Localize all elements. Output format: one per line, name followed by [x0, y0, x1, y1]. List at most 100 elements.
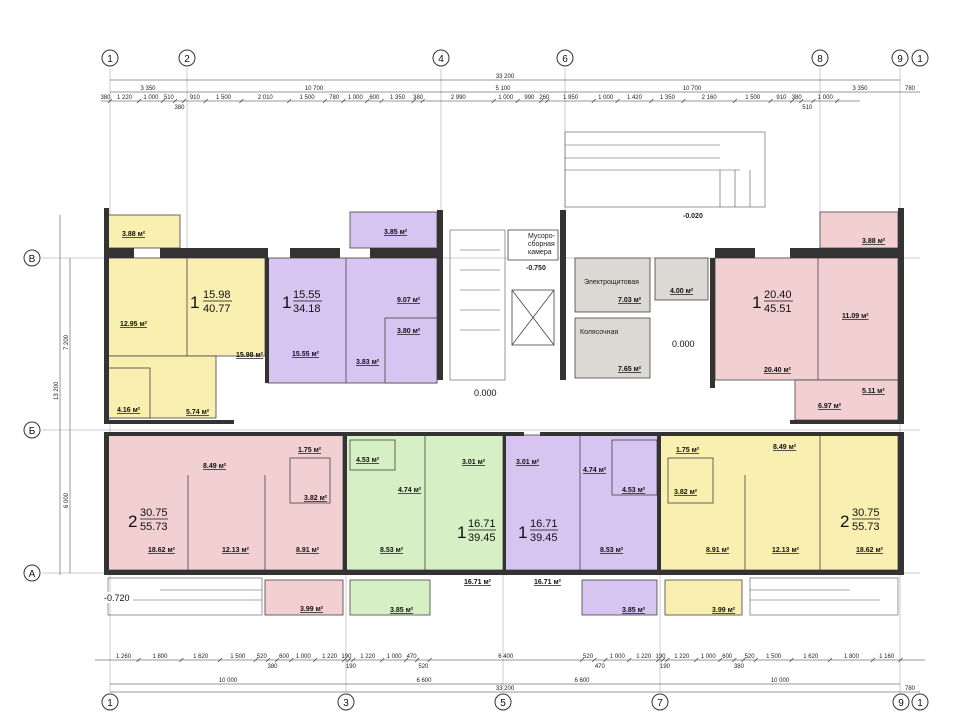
room-area: 1.75 м²	[676, 447, 700, 454]
dim-tick	[799, 98, 804, 104]
dim-tick	[768, 98, 773, 104]
axis-label: Б	[29, 426, 36, 437]
dim-tick	[217, 657, 223, 663]
room-area: 5.74 м²	[186, 409, 210, 416]
room-count: 2	[840, 512, 849, 531]
dim-tick	[350, 657, 356, 663]
dim-value: 1 000	[348, 95, 364, 101]
room-area: 4.16 м²	[117, 407, 141, 414]
room-area: 12.13 м²	[222, 547, 250, 554]
axis-bubbles-left: В Б А	[23, 249, 41, 582]
dim-tick	[136, 657, 141, 663]
axis-label: 9	[898, 698, 904, 709]
dim-value: 1 260	[116, 654, 132, 660]
room-area: 3.01 м²	[516, 459, 540, 466]
room-area: 9.07 м²	[397, 297, 421, 304]
axis-label: 1	[917, 698, 923, 709]
entrance-steps	[564, 131, 766, 208]
dim-tick	[789, 98, 795, 104]
dim-tick	[411, 98, 416, 104]
room-area: 4.53 м²	[622, 487, 646, 494]
total-area: 39.45	[468, 532, 496, 544]
level-mark: -0.020	[683, 213, 703, 220]
dim-tick	[538, 98, 544, 104]
room-area: 4.53 м²	[356, 457, 380, 464]
stroller-room	[574, 317, 651, 379]
stairs	[107, 229, 899, 616]
dim-axis: 10 000	[771, 678, 790, 684]
axis-label: 8	[817, 54, 823, 65]
total-area: 55.73	[852, 521, 880, 533]
dim-tick	[579, 657, 585, 663]
dim-left: 7 200	[64, 334, 70, 350]
garbage-chamber	[507, 229, 559, 261]
dim-value: 380	[734, 664, 745, 670]
dim-axis: 6 600	[574, 678, 590, 684]
dim-value: 1 000	[296, 654, 312, 660]
dim-value: 2 010	[258, 95, 274, 101]
dim-value: 600	[279, 654, 290, 660]
room-area: 3.85 м²	[390, 607, 414, 614]
balcony	[819, 211, 899, 249]
dim-tick	[694, 657, 699, 663]
dim-value: 1 500	[745, 95, 761, 101]
room-area: 8.49 м²	[203, 463, 227, 470]
dim-axis: 10 700	[305, 86, 324, 92]
dim-tick	[274, 657, 280, 663]
dim-value: 1 000	[598, 95, 614, 101]
axis-label: 1	[107, 698, 113, 709]
room-area: 3.85 м²	[622, 607, 646, 614]
dim-tick	[341, 657, 347, 663]
living-area: 30.75	[852, 507, 880, 519]
dim-value: 1 800	[844, 654, 860, 660]
dim-tick	[732, 657, 737, 663]
dim-value: 2 990	[451, 95, 467, 101]
apartment-4: 2 30.75 55.73 8.49 м² 1.75 м² 3.82 м² 18…	[128, 447, 328, 613]
room-area: 8.49 м²	[773, 444, 797, 451]
total-area: 45.51	[764, 303, 792, 315]
garbage-label: камера	[528, 249, 552, 256]
dim-tick	[403, 657, 409, 663]
room-area: 18.62 м²	[856, 547, 884, 554]
room-fills	[107, 211, 899, 616]
dim-value: 380	[174, 105, 185, 111]
dim-value: 2 160	[702, 95, 718, 101]
level-mark: -0.720	[104, 593, 130, 603]
level-mark: 0.000	[474, 388, 497, 398]
living-area: 30.75	[140, 507, 168, 519]
dim-value: 510	[164, 95, 175, 101]
dim-tick	[827, 657, 833, 663]
dim-value: 190	[655, 654, 666, 660]
total-area: 55.73	[140, 521, 168, 533]
apartment-3-room	[714, 257, 899, 381]
dim-axis: 780	[905, 686, 916, 692]
room-area: 3.88 м²	[122, 231, 146, 238]
room-area: 7.03 м²	[618, 297, 642, 304]
living-area: 15.55	[293, 289, 321, 301]
dim-value: 520	[583, 654, 594, 660]
dim-tick	[289, 657, 294, 663]
dim-tick	[732, 98, 738, 104]
dim-tick	[660, 657, 665, 663]
level-mark: 0.000	[672, 339, 695, 349]
dim-value: 1 500	[230, 654, 246, 660]
dim-value: 260	[539, 95, 550, 101]
dim-value: 520	[257, 654, 268, 660]
dim-value: 1 500	[300, 95, 316, 101]
balcony	[349, 579, 431, 616]
dim-tick	[239, 98, 244, 104]
apartment-5: 1 16.71 39.45 4.53 м² 4.74 м² 3.01 м² 8.…	[356, 457, 496, 614]
dim-value: 1 000	[701, 654, 717, 660]
dim-tick	[312, 657, 318, 663]
dim-tick	[265, 657, 271, 663]
dim-tick	[665, 657, 670, 663]
level-mark: -0.750	[526, 265, 546, 272]
axis-bubbles-top: 1 2 4 6 8 9 1	[101, 49, 929, 67]
dim-tick	[681, 98, 686, 104]
dim-value: 1 500	[766, 654, 782, 660]
axis-label: 4	[438, 54, 444, 65]
room-area: 15.98 м²	[236, 352, 264, 359]
apartment-3: 1 20.40 45.51 3.88 м² 11.09 м² 20.40 м² …	[752, 238, 886, 410]
room-area: 4.74 м²	[583, 467, 607, 474]
room-area: 3.88 м²	[862, 238, 886, 245]
